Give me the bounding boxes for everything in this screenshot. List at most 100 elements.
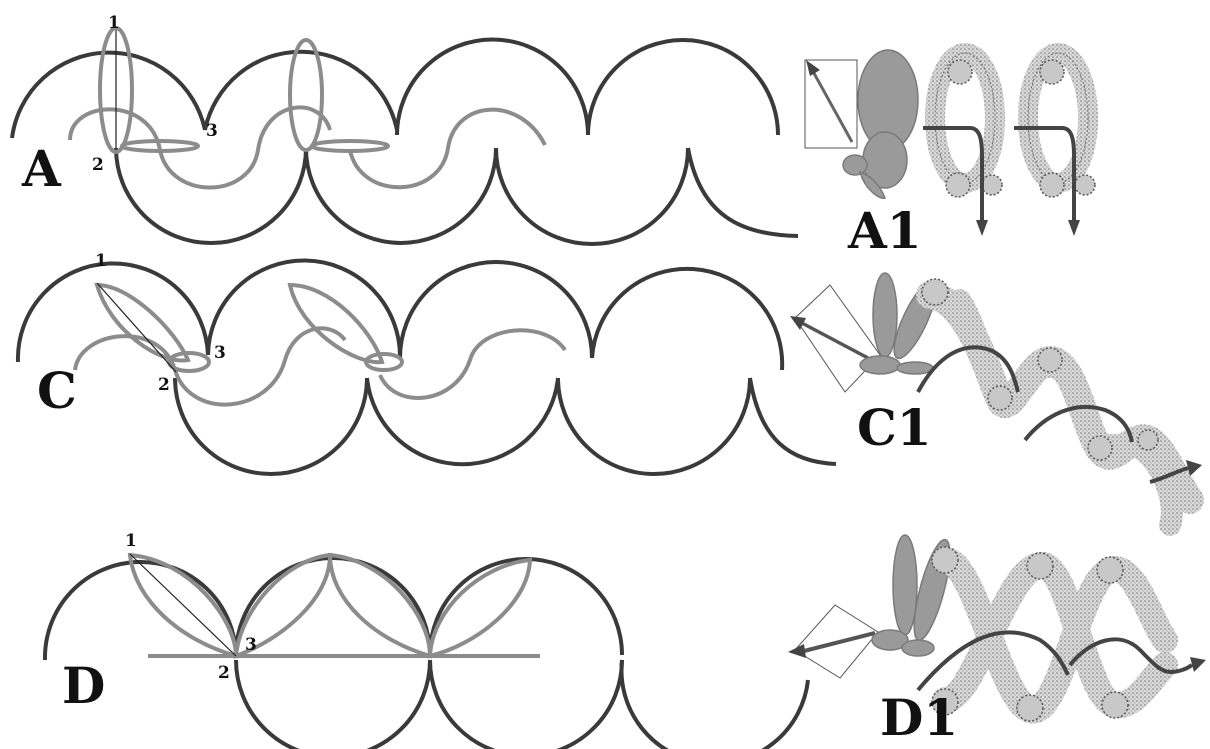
loop-leaf (94, 282, 191, 363)
panel-label: D (62, 656, 105, 715)
vortex-knot (1101, 691, 1129, 719)
inset-c1: C1 (790, 272, 1204, 536)
point-label: 3 (206, 121, 218, 141)
trajectory-curve (348, 107, 547, 190)
vortex-knot (981, 174, 1003, 196)
vortex-knot (1096, 556, 1124, 584)
lower-arc (365, 377, 560, 467)
panel-a: A 1 2 3 (10, 13, 799, 246)
vortex-knot (1016, 694, 1044, 722)
insect-abdomen (858, 170, 886, 199)
point-label: 1 (95, 251, 107, 271)
upper-arc (395, 37, 590, 136)
loop-ellipse (98, 26, 134, 154)
arrowhead-icon (1186, 460, 1202, 476)
point-label: 2 (158, 375, 170, 395)
vortex-knot (1137, 429, 1159, 451)
insect-wing (872, 272, 898, 358)
lower-arc (234, 659, 432, 749)
panel-c: C 1 2 3 (15, 251, 837, 476)
upper-arc (206, 258, 403, 359)
upper-arc (15, 261, 210, 363)
loop-ellipse-flat (364, 352, 404, 372)
point-label: 2 (218, 663, 230, 683)
arrowhead-icon (976, 220, 988, 236)
lower-arc (304, 147, 498, 245)
insect-body (859, 355, 901, 375)
inset-a1: A1 (804, 43, 1098, 260)
point-label: 1 (108, 13, 120, 33)
trajectory-curve (73, 326, 347, 407)
chord-line (129, 553, 237, 657)
upper-arc (10, 50, 207, 139)
force-vector-arrow (799, 631, 876, 654)
force-vector-arrow (799, 320, 869, 360)
vortex-knot (1026, 552, 1054, 580)
force-vector-arrow (808, 65, 854, 143)
vortex-knot (1087, 435, 1113, 461)
insect-wing (892, 534, 918, 636)
flow-arrow (1023, 404, 1134, 443)
insect-abdomen (901, 639, 935, 657)
arrowhead-icon (1068, 220, 1080, 236)
loop-ellipse-flat (167, 351, 211, 373)
inset-label: A1 (847, 201, 922, 260)
arrowhead-icon (788, 644, 806, 658)
arrowhead-icon (790, 316, 806, 330)
lower-arc (114, 147, 308, 245)
flow-arrow (916, 345, 1020, 393)
vortex-knot (1074, 174, 1096, 196)
inset-label: D1 (880, 688, 958, 747)
lower-arc (619, 659, 810, 749)
loop-leaf (427, 557, 533, 659)
inset-d1: D1 (788, 534, 1206, 747)
force-vector-box (804, 59, 858, 149)
vortex-knot (931, 546, 959, 574)
insect-body (871, 629, 909, 651)
point-label: 3 (245, 635, 257, 655)
point-label: 1 (125, 531, 137, 551)
lower-arc (428, 659, 624, 749)
lower-arc (173, 377, 369, 476)
insect-body (842, 154, 868, 176)
vortex-knot (921, 278, 949, 306)
vortex-knot (945, 172, 971, 198)
flow-arrow (916, 630, 1070, 692)
flow-arrow (1068, 637, 1194, 675)
arrowhead-icon (806, 60, 820, 76)
flow-arrow (1014, 126, 1076, 220)
upper-arc (590, 266, 785, 371)
panel-label: C (37, 361, 77, 420)
upper-arc (586, 38, 780, 136)
chord-line (96, 282, 177, 373)
vortex-helix (932, 552, 1178, 719)
flow-arrow (1149, 466, 1189, 484)
vortex-knot (1039, 172, 1065, 198)
upper-arc (203, 49, 399, 131)
force-vector-box (794, 284, 881, 393)
vortex-knot (1037, 347, 1063, 373)
loop-ellipse (288, 38, 324, 152)
upper-arc (398, 260, 594, 359)
vortex-knot (987, 385, 1013, 411)
inset-label: C1 (857, 398, 932, 457)
loop-ellipse-flat (310, 139, 390, 153)
loop-leaf (287, 282, 385, 365)
lower-arc (748, 377, 837, 466)
lower-arc (556, 377, 752, 476)
panel-d: D 1 2 3 (42, 531, 810, 749)
vortex-knot (1039, 59, 1065, 85)
point-label: 2 (92, 155, 104, 175)
vortex-knot (947, 59, 973, 85)
trajectory-curve (68, 105, 332, 190)
flow-arrow (923, 126, 984, 220)
lower-arc (494, 147, 690, 246)
trajectory-curve (378, 328, 567, 400)
point-label: 3 (214, 343, 226, 363)
vortex-helix (949, 289, 1183, 536)
loop-ellipse-flat (120, 139, 200, 153)
vortex-knot (931, 688, 959, 716)
arrowhead-icon (1190, 657, 1206, 672)
lower-arc (686, 147, 799, 238)
